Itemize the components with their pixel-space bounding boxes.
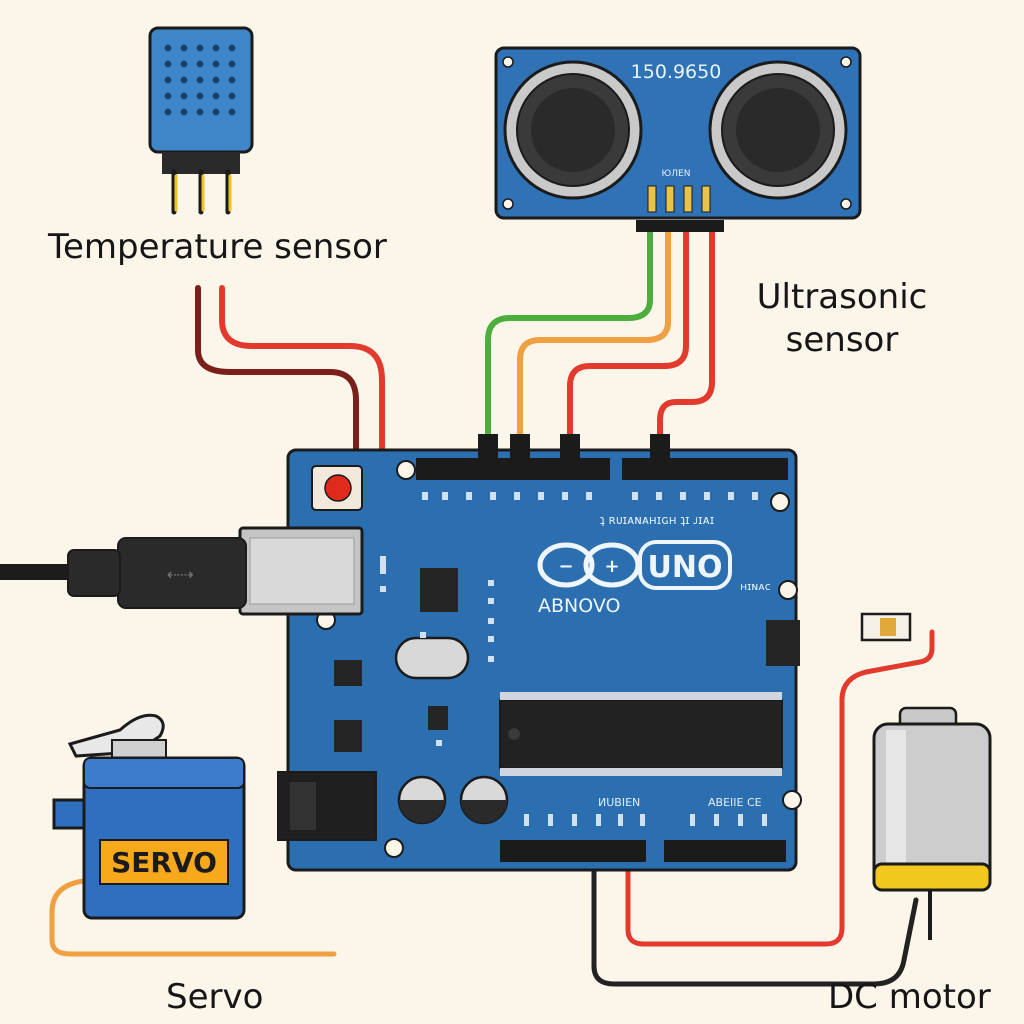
- ultrasonic-model-text: 150.9650: [631, 61, 722, 83]
- top-header-right: [622, 458, 788, 480]
- arduino-logo: − + UNO: [537, 540, 732, 590]
- bottom-right-text: ABEIIЕ CE: [708, 796, 762, 809]
- ultrasonic-sensor-label: Ultrasonic sensor: [752, 276, 932, 361]
- board-brand-text: ABNOVO: [538, 595, 621, 617]
- servo-badge: [99, 839, 229, 885]
- svg-text:−: −: [558, 556, 573, 577]
- arduino-board: ʇ ʀᴜɪᴀɴᴀʜɪɢʜ ʇɪ ᴊɪᴀɪ ⇠⇢: [67, 434, 802, 872]
- dc-motor-label: DC motor: [828, 977, 991, 1017]
- servo-wire-orange: [49, 877, 337, 957]
- temperature-sensor-label: Temperature sensor: [48, 227, 387, 267]
- ultrasonic-pins: [636, 185, 724, 232]
- reset-button[interactable]: [311, 465, 363, 511]
- ultra-wire-green: [485, 229, 653, 443]
- ultrasonic-transducer-right: [708, 60, 848, 200]
- bottom-left-text: ИUBIEN: [598, 796, 640, 809]
- crystal-oscillator: [394, 636, 470, 680]
- temperature-sensor: [148, 26, 254, 215]
- bottom-header-left: [500, 840, 646, 862]
- servo-motor: SERVO: [52, 713, 246, 920]
- main-microcontroller: [499, 692, 783, 776]
- bottom-header-right: [664, 840, 786, 862]
- usb-port: [238, 526, 364, 616]
- top-pin-text: ʇ ʀᴜɪᴀɴᴀʜɪɢʜ ʇɪ ᴊɪᴀɪ: [600, 513, 714, 527]
- ultra-wire-red-2: [657, 229, 715, 443]
- ultra-wire-red-1: [567, 229, 689, 443]
- chip-u2: [334, 660, 362, 686]
- header-connectors: [478, 434, 670, 480]
- power-jack: [277, 771, 377, 841]
- usb-plug: ⇠⇢: [67, 537, 247, 609]
- dc-motor: [860, 612, 992, 940]
- chip-u3: [334, 720, 362, 752]
- ultrasonic-label-line2: sensor: [785, 319, 899, 360]
- sensor-vent-holes: [164, 44, 236, 116]
- motor-wire-red: [625, 629, 935, 947]
- servo-label: Servo: [166, 977, 264, 1017]
- board-side-text: ʜɪɴᴀᴄ: [740, 580, 771, 593]
- sensor-pins: [171, 169, 232, 215]
- chip-u5: [428, 706, 448, 730]
- usb-symbol-icon: ⇠⇢: [167, 565, 194, 584]
- capacitors: [397, 775, 509, 825]
- ultra-wire-orange: [517, 229, 671, 443]
- chip-u4: [766, 620, 800, 666]
- ultrasonic-transducer-left: [503, 60, 643, 200]
- bottom-pin-row: [524, 814, 767, 826]
- ultrasonic-pin-label: ЮЛЕN: [662, 169, 691, 179]
- board-pads: [380, 556, 494, 746]
- board-logo-text: UNO: [648, 550, 723, 585]
- ultrasonic-sensor: 150.9650 ЮЛЕN: [494, 46, 862, 232]
- servo-badge-text: SERVO: [111, 846, 217, 879]
- chip-u1: [420, 568, 458, 612]
- svg-text:+: +: [604, 556, 619, 577]
- top-pin-row: [422, 492, 758, 500]
- motor-wire-black: [591, 849, 919, 987]
- ultrasonic-label-line1: Ultrasonic: [756, 277, 928, 317]
